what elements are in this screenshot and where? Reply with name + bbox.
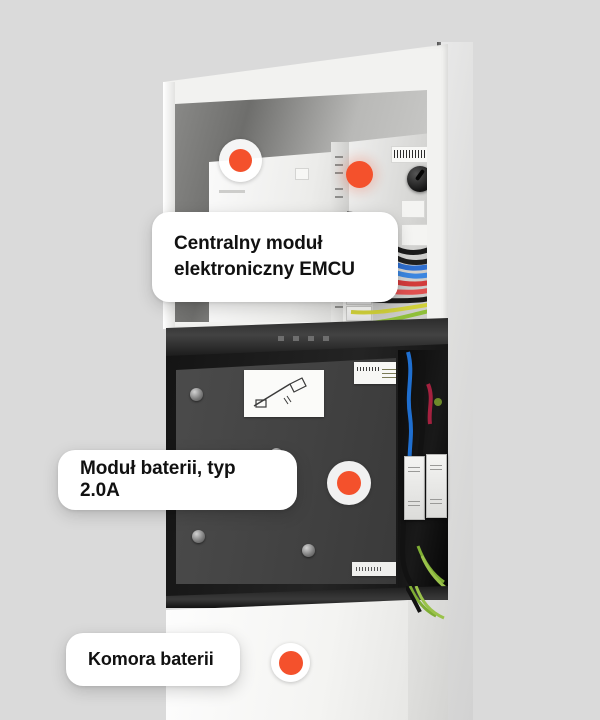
chamber-cable-tails <box>406 586 452 638</box>
handling-diagram-sticker <box>244 370 324 417</box>
serial-label-sticker <box>352 562 396 576</box>
callout-emcu-line1: Centralny moduł <box>174 233 323 254</box>
hotspot-emcu-panel[interactable] <box>219 139 262 182</box>
hotspot-icon <box>229 149 252 172</box>
cabinet-middle-compartment[interactable] <box>166 344 448 596</box>
callout-battery-module[interactable]: Moduł baterii, typ 2.0A <box>58 450 297 510</box>
callout-battery-chamber-label: Komora baterii <box>88 649 214 669</box>
battery-chamber-side <box>408 600 448 720</box>
rotary-switch-icon <box>407 166 427 192</box>
barcode-label-icon <box>391 146 427 163</box>
hotspot-emcu-wiring[interactable] <box>343 158 375 190</box>
callout-battery-module-label: Moduł baterii, typ 2.0A <box>80 458 236 501</box>
hotspot-battery-module[interactable] <box>327 461 371 505</box>
hotspot-icon <box>278 650 303 675</box>
screw-icon <box>190 388 203 401</box>
vent-slots-icon <box>278 336 329 341</box>
spec-label-sticker <box>354 362 396 384</box>
battery-bay-wiring-cavity <box>398 350 448 592</box>
callout-emcu[interactable]: Centralny moduł elektroniczny EMCU <box>152 212 398 302</box>
screw-icon <box>192 530 205 543</box>
hotspot-battery-chamber[interactable] <box>271 643 310 682</box>
emcu-notch <box>295 168 309 180</box>
device-label-2 <box>401 224 427 246</box>
screw-icon <box>302 544 315 557</box>
circuit-breaker-icon <box>426 454 447 518</box>
hotspot-icon <box>337 471 361 495</box>
hotspot-icon <box>345 160 373 188</box>
callout-emcu-line2: elektroniczny EMCU <box>174 259 355 280</box>
device-label-1 <box>401 200 425 218</box>
emcu-print-mark <box>219 190 245 193</box>
callout-battery-chamber[interactable]: Komora baterii <box>66 633 240 686</box>
circuit-breaker-icon <box>404 456 425 520</box>
